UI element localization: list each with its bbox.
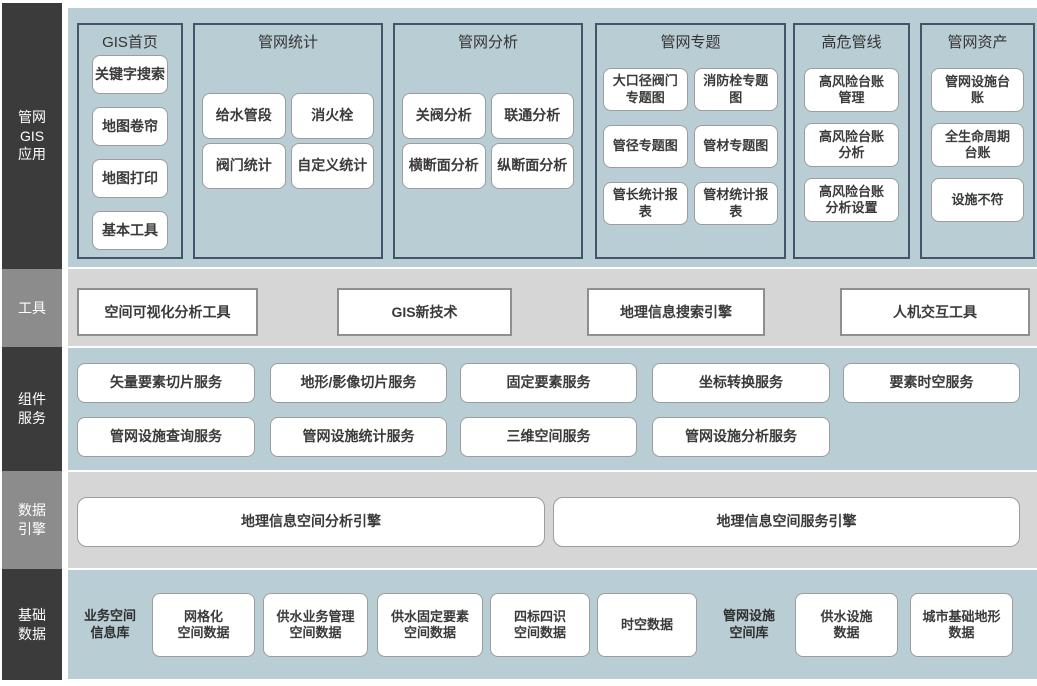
panel-item: 管径专题图 bbox=[603, 125, 688, 168]
panel-item: 管材专题图 bbox=[693, 125, 778, 168]
sidebar-section-component-services: 组件 服务 bbox=[2, 347, 62, 471]
service-box: 坐标转换服务 bbox=[652, 363, 830, 403]
sidebar-section-data-engines: 数据 引擎 bbox=[2, 471, 62, 569]
panel-title: 管网资产 bbox=[947, 34, 1008, 51]
panel-item: 高风险台账 分析设置 bbox=[804, 178, 899, 222]
panel-pipe-statistics: 管网统计 给水管段 消火栓 阀门统计 自定义统计 bbox=[193, 23, 383, 259]
service-box: 管网设施查询服务 bbox=[77, 417, 255, 457]
panel-pipe-topics: 管网专题 大口径阀门 专题图 消防栓专题 图 管径专题图 管材专题图 管长统计报… bbox=[595, 23, 786, 259]
panel-title: 管网统计 bbox=[257, 34, 318, 51]
panel-item: 基本工具 bbox=[92, 211, 168, 250]
panel-item: 高风险台账 管理 bbox=[804, 68, 899, 112]
panel-item: 地图卷帘 bbox=[92, 107, 168, 146]
tool-box: 空间可视化分析工具 bbox=[77, 288, 258, 336]
panel-title: 管网分析 bbox=[457, 34, 518, 51]
app-layer-row: GIS首页 关键字搜索 地图卷帘 地图打印 基本工具 管网统计 给水管段 消火栓… bbox=[68, 8, 1037, 267]
data-box: 四标四识 空间数据 bbox=[490, 593, 590, 657]
data-group-label-pipe-facility-spatial-db: 管网设施 空间库 bbox=[722, 608, 775, 640]
data-box: 时空数据 bbox=[597, 593, 697, 657]
panel-item: 管材统计报 表 bbox=[693, 182, 778, 225]
panel-items: 关阀分析 联通分析 横断面分析 纵断面分析 bbox=[395, 93, 581, 189]
panel-item: 横断面分析 bbox=[402, 143, 486, 189]
panel-item: 大口径阀门 专题图 bbox=[603, 68, 688, 111]
panel-items: 给水管段 消火栓 阀门统计 自定义统计 bbox=[195, 93, 381, 189]
engine-box: 地理信息空间服务引擎 bbox=[553, 497, 1020, 547]
sidebar-section-base-data: 基础 数据 bbox=[2, 569, 62, 680]
tool-box: 地理信息搜索引擎 bbox=[587, 288, 765, 336]
tool-box: 人机交互工具 bbox=[840, 288, 1030, 336]
panel-items: 高风险台账 管理 高风险台账 分析 高风险台账 分析设置 bbox=[795, 68, 908, 222]
panel-item: 给水管段 bbox=[202, 93, 286, 139]
panel-item: 消火栓 bbox=[290, 93, 374, 139]
service-box: 管网设施分析服务 bbox=[652, 417, 830, 457]
service-box: 矢量要素切片服务 bbox=[77, 363, 255, 403]
data-box: 网格化 空间数据 bbox=[152, 593, 255, 657]
sidebar-section-tools: 工具 bbox=[2, 269, 62, 347]
panel-item: 关键字搜索 bbox=[92, 55, 168, 94]
panel-gis-home: GIS首页 关键字搜索 地图卷帘 地图打印 基本工具 bbox=[77, 23, 183, 259]
panel-item: 阀门统计 bbox=[202, 143, 286, 189]
panel-item: 高风险台账 分析 bbox=[804, 123, 899, 167]
service-box: 地形/影像切片服务 bbox=[270, 363, 447, 403]
panel-item: 管长统计报 表 bbox=[603, 182, 688, 225]
data-box: 供水设施 数据 bbox=[795, 593, 898, 657]
panel-pipe-analysis: 管网分析 关阀分析 联通分析 横断面分析 纵断面分析 bbox=[393, 23, 583, 259]
data-group-label-business-spatial-db: 业务空间 信息库 bbox=[83, 608, 136, 640]
panel-items: 关键字搜索 地图卷帘 地图打印 基本工具 bbox=[79, 55, 181, 250]
panel-item: 联通分析 bbox=[490, 93, 574, 139]
engines-layer-row: 地理信息空间分析引擎 地理信息空间服务引擎 bbox=[68, 472, 1037, 568]
panel-items: 管网设施台 账 全生命周期 台账 设施不符 bbox=[922, 68, 1033, 222]
data-box: 供水业务管理 空间数据 bbox=[263, 593, 368, 657]
service-box: 管网设施统计服务 bbox=[270, 417, 447, 457]
panel-item: 全生命周期 台账 bbox=[931, 123, 1024, 167]
service-box: 固定要素服务 bbox=[460, 363, 637, 403]
panel-title: 高危管线 bbox=[821, 34, 882, 51]
sidebar-section-pipe-gis-apps: 管网 GIS 应用 bbox=[2, 3, 62, 269]
panel-title: GIS首页 bbox=[102, 34, 158, 51]
service-box: 三维空间服务 bbox=[460, 417, 637, 457]
tool-box: GIS新技术 bbox=[337, 288, 512, 336]
panel-pipe-assets: 管网资产 管网设施台 账 全生命周期 台账 设施不符 bbox=[920, 23, 1035, 259]
services-layer-row: 矢量要素切片服务 地形/影像切片服务 固定要素服务 坐标转换服务 要素时空服务 … bbox=[68, 348, 1037, 470]
panel-item: 纵断面分析 bbox=[490, 143, 574, 189]
panel-item: 消防栓专题 图 bbox=[693, 68, 778, 111]
panel-item: 设施不符 bbox=[931, 178, 1024, 222]
tools-layer-row: 空间可视化分析工具 GIS新技术 地理信息搜索引擎 人机交互工具 bbox=[68, 269, 1037, 346]
panel-item: 管网设施台 账 bbox=[931, 68, 1024, 112]
base-data-layer-row: 业务空间 信息库 网格化 空间数据 供水业务管理 空间数据 供水固定要素 空间数… bbox=[68, 570, 1037, 679]
engine-box: 地理信息空间分析引擎 bbox=[77, 497, 545, 547]
panel-item: 关阀分析 bbox=[402, 93, 486, 139]
data-box: 供水固定要素 空间数据 bbox=[377, 593, 483, 657]
service-box: 要素时空服务 bbox=[843, 363, 1020, 403]
panel-item: 地图打印 bbox=[92, 159, 168, 198]
panel-high-risk-pipelines: 高危管线 高风险台账 管理 高风险台账 分析 高风险台账 分析设置 bbox=[793, 23, 910, 259]
panel-item: 自定义统计 bbox=[290, 143, 374, 189]
panel-items: 大口径阀门 专题图 消防栓专题 图 管径专题图 管材专题图 管长统计报 表 管材… bbox=[597, 68, 784, 225]
panel-title: 管网专题 bbox=[660, 34, 721, 51]
data-box: 城市基础地形 数据 bbox=[910, 593, 1013, 657]
